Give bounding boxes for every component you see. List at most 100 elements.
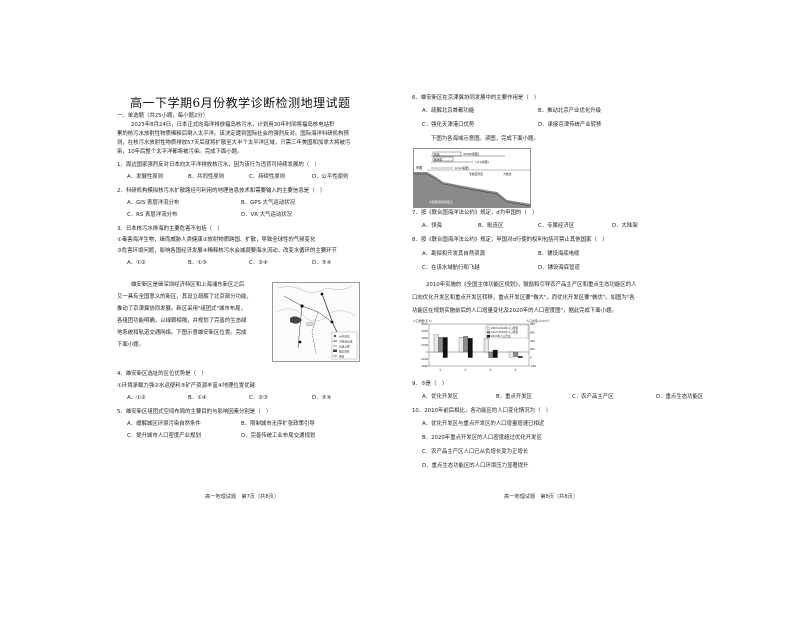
q9-option-c[interactable]: C．农产品主产区 bbox=[572, 394, 614, 400]
chart-y2-tick-label: -200 bbox=[530, 364, 536, 368]
q5-option-b[interactable]: B．限制城市无序扩张政策引导 bbox=[241, 421, 315, 427]
q2-option-b[interactable]: B．GPS 大气运动状况 bbox=[241, 200, 295, 206]
sea-zone-label-shelf: 大陆架 bbox=[503, 172, 512, 176]
question-3-stem: 3．日本核污水排海的主要危害不包括（ ） bbox=[117, 226, 223, 232]
passage-line: 又一具有全国意义的新区，其设立疏解了北京部分功能， bbox=[117, 294, 252, 300]
q9-option-a[interactable]: A．优化开发区 bbox=[422, 394, 459, 400]
q4-option-a[interactable]: A．①② bbox=[127, 395, 146, 401]
q6-option-b[interactable]: B．推动北京产业优化升级 bbox=[538, 108, 601, 114]
chart-category-label: ② bbox=[464, 368, 467, 372]
q6-option-c[interactable]: C．强化天津港口优势 bbox=[422, 122, 475, 128]
page-footer-right: 高一地理试题 第8页（共8页） bbox=[504, 494, 579, 500]
q8-option-a[interactable]: A．勘探和开发其自然资源 bbox=[422, 251, 485, 257]
question-8-stem: 8．按《联合国海洋法公约》规定，甲国对d行使的权利包括可禁止其他国家（ ） bbox=[412, 237, 608, 243]
chart-y2-tick-label: 200 bbox=[530, 347, 535, 351]
map-legend-lake: 湖泊 bbox=[339, 355, 345, 359]
q7-option-c[interactable]: C．专属经济区 bbox=[538, 223, 575, 229]
chart-legend-entry: 2010-2020年人口增量 bbox=[491, 330, 519, 334]
q7-option-a[interactable]: A．领海 bbox=[422, 223, 442, 229]
q5-option-c[interactable]: C．提升城市人口密度产业规划 bbox=[127, 433, 201, 439]
question-1-stem: 1．周边国家强烈反对日本向太平洋排放核污水，因为该行为违背可持续发展的（ ） bbox=[117, 162, 320, 168]
chart-category-label: ① bbox=[439, 368, 442, 372]
q6-option-d[interactable]: D．承接京津传统产业转移 bbox=[538, 122, 602, 128]
sea-zone-label-contiguous: 毗连区 bbox=[434, 157, 443, 161]
q2-option-c[interactable]: C．RS 表层洋流分布 bbox=[127, 212, 178, 218]
country-label: 甲国 bbox=[416, 165, 422, 170]
sea-zones-diagram: 领海 毗连区 d(200海里) c(12海里) b(12海里) 专属经济区 大陆… bbox=[413, 148, 531, 208]
map-legend-highway-main: 京港澳高速 bbox=[339, 340, 353, 344]
q10-option-c[interactable]: C．农产品主产区人口已从负增长变为正增长 bbox=[422, 449, 529, 455]
q4-option-b[interactable]: B．①④ bbox=[188, 395, 207, 401]
chart-bar bbox=[517, 356, 523, 358]
q4-option-c[interactable]: C．②③ bbox=[249, 395, 268, 401]
passage-line: 地系统和轨道交通网络。下图示意雄安新区位置。完成 bbox=[117, 330, 247, 336]
q2-option-a[interactable]: A．GIS 表层洋流分布 bbox=[127, 200, 180, 206]
chart-bar bbox=[488, 351, 494, 358]
population-passage-line: 2010年实施的《全国主体功能区规划》，鼓励和引导农产品主产区和重点生态功能区的… bbox=[426, 282, 637, 288]
chart-legend-entry: 2020年人口密度 bbox=[491, 334, 511, 338]
q3-option-d[interactable]: D．③④ bbox=[312, 260, 332, 266]
chart-bar bbox=[483, 338, 489, 353]
chart-y2-tick-label: 800 bbox=[530, 322, 535, 326]
chart-y-tick-label: 8000 bbox=[421, 322, 428, 326]
q1-option-d[interactable]: D．公平性原则 bbox=[312, 174, 349, 180]
q6-option-a[interactable]: A．疏解北京首都功能 bbox=[422, 108, 475, 114]
exam-title: 高一下学期6月份教学诊断检测地理试题 bbox=[130, 96, 351, 110]
map-legend-xiongan: 雄安新区 bbox=[339, 350, 350, 354]
chart-bar bbox=[433, 334, 439, 353]
chart-legend-swatch bbox=[486, 334, 491, 338]
chart-y-axis-label: 人口增量(万人) bbox=[413, 319, 432, 323]
sea-figure-intro: 下图为各海域示意图。读图，完成下面小题。 bbox=[431, 136, 539, 142]
q3-option-a[interactable]: A．①② bbox=[127, 260, 146, 266]
chart-y-tick-label: -2000 bbox=[420, 357, 428, 361]
q1-option-a[interactable]: A．发展性原则 bbox=[127, 174, 164, 180]
chart-bar bbox=[508, 351, 514, 358]
q3-option-c[interactable]: C．②④ bbox=[249, 260, 268, 266]
sea-mark-b: b(12海里) bbox=[455, 165, 469, 170]
q10-option-d[interactable]: D．重点生态功能区的人口环境压力显著提升 bbox=[422, 463, 529, 469]
q7-option-b[interactable]: B．毗连区 bbox=[478, 223, 504, 229]
population-passage-line: 功能区在规划实施前后的人口增量变化及2020年的人口密度图"，据此完成下面小题。 bbox=[412, 308, 617, 314]
chart-category-label: ④ bbox=[514, 368, 517, 372]
q3-statement: ③危害环境问题，影响各国经济发展④稀释核污水会减弱要海水流动，改变水循环的主要环… bbox=[117, 248, 337, 254]
left-page: 高一下学期6月份教学诊断检测地理试题 一、单选题（共25小题，每小题2分） 20… bbox=[117, 96, 360, 500]
q10-option-a[interactable]: A．优化开发区与重点开发区的人口增量增速已相近 bbox=[422, 421, 545, 427]
map-legend-city: 大中城市 bbox=[339, 335, 350, 339]
q8-option-c[interactable]: C．在该水域航行和飞越 bbox=[422, 265, 480, 271]
chart-y2-axis-label: 人口密度(人/km²) bbox=[526, 319, 549, 323]
q5-option-d[interactable]: D．完善传统工业布局交通规划 bbox=[241, 433, 316, 439]
chart-legend bbox=[485, 324, 529, 339]
chart-y-tick-label: 0 bbox=[426, 350, 428, 354]
intro-line: 染，10年后整个太平洋都将被污染。完成下面小题。 bbox=[117, 149, 243, 155]
chart-category-label: ③ bbox=[489, 368, 492, 372]
sea-zone-label-territorial: 领海 bbox=[434, 152, 440, 156]
intro-line: 累的核污水放射性物质稀释后倒入太平洋。该决定遭到国际社会的强烈反对。国际海洋科研… bbox=[117, 131, 349, 137]
q4-option-d[interactable]: D．③④ bbox=[312, 395, 332, 401]
chart-bar bbox=[442, 337, 448, 358]
population-passage-line: 口向优化开发区和重点开发区转移，重点开发区要"做大"，而优化开发区要"做优"。如… bbox=[412, 295, 635, 301]
page-footer-left: 高一地理试题 第7页（共8页） bbox=[205, 494, 280, 500]
q1-option-b[interactable]: B．共同性原则 bbox=[188, 174, 225, 180]
q10-option-b[interactable]: B．2020年重点开发区的人口密度超过优化开发区 bbox=[422, 435, 542, 441]
q1-option-c[interactable]: C．持续性原则 bbox=[249, 174, 286, 180]
sea-mark-d: d(200海里) bbox=[463, 151, 479, 156]
q3-option-b[interactable]: B．①③ bbox=[188, 260, 207, 266]
q9-option-b[interactable]: B．重点开发区 bbox=[496, 394, 533, 400]
sea-mark-c: c(12海里) bbox=[475, 159, 489, 164]
q8-option-d[interactable]: D．铺设海底管道 bbox=[538, 265, 580, 271]
chart-y2-tick-label: 0 bbox=[530, 356, 532, 360]
passage-line: 推动了京津冀协同发展。新区采用"组团式"城市布局， bbox=[117, 306, 246, 312]
q8-option-b[interactable]: B．铺设海底电缆 bbox=[538, 251, 580, 257]
q2-option-d[interactable]: D．VR 大气运动状况 bbox=[241, 212, 293, 218]
chart-y-tick-label: 6000 bbox=[421, 329, 428, 333]
chart-legend-entry: 2000-2010年人口增量 bbox=[491, 326, 519, 330]
q9-option-d[interactable]: D．重点生态功能区 bbox=[656, 394, 704, 400]
passage-line: 下面小题。 bbox=[117, 342, 144, 348]
q7-option-d[interactable]: D．大陆架 bbox=[612, 223, 638, 229]
chart-bar bbox=[467, 338, 473, 358]
question-10-stem: 10．2010年前后相比，各功能区的人口变化情况为（ ） bbox=[412, 408, 552, 414]
q3-statement: ①毒害海洋生物，继而威胁人类健康②放射物质跨国、扩散，导致全球性的气候变化 bbox=[117, 237, 316, 243]
chart-y2-tick-label: 400 bbox=[530, 339, 535, 343]
intro-line: 测，在核污水放射性物质排放57天后就将扩散至大半个太平洋区域，只需三年美国和加拿… bbox=[117, 140, 351, 146]
q5-option-a[interactable]: A．缓解城区环境污染自然条件 bbox=[127, 421, 201, 427]
